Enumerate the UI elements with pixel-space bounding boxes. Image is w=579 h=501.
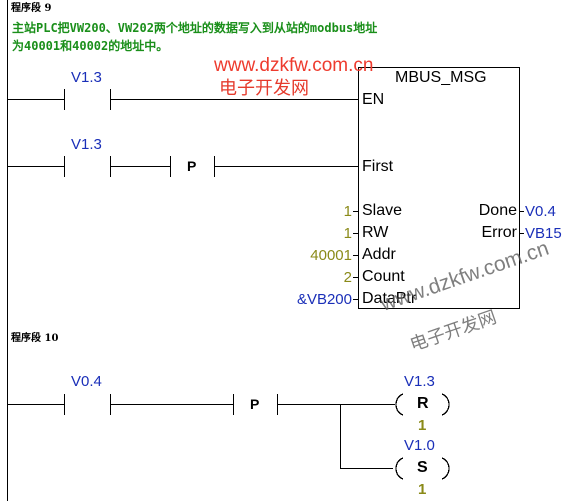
pin-dataptr-label: DataPtr bbox=[362, 290, 417, 307]
pin-count-label: Count bbox=[362, 268, 405, 285]
pin-error-label: Error bbox=[481, 224, 517, 241]
mbus-msg-box bbox=[357, 66, 521, 310]
pin-en-label: EN bbox=[362, 91, 385, 108]
pin-done-label: Done bbox=[478, 202, 517, 219]
network10-edge-label[interactable]: P bbox=[250, 396, 260, 412]
coil-left-arc bbox=[395, 457, 404, 480]
network-9-comment-line1: 主站PLC把VW200、VW202两个地址的数据写入到从站的modbus地址 bbox=[12, 21, 378, 35]
coil-right-arc bbox=[441, 393, 450, 416]
coil2-type[interactable]: S bbox=[417, 459, 428, 476]
param-done-value[interactable]: V0.4 bbox=[525, 203, 556, 220]
rung2-contact-address[interactable]: V1.3 bbox=[71, 136, 102, 153]
pin-rw-label: RW bbox=[362, 224, 389, 241]
param-count-value[interactable]: 2 bbox=[343, 269, 352, 286]
param-rw-value[interactable]: 1 bbox=[343, 225, 352, 242]
watermark-name-top: 电子开发网 bbox=[219, 78, 309, 99]
pin-addr-label: Addr bbox=[362, 246, 396, 263]
coil1-type[interactable]: R bbox=[417, 395, 429, 412]
rung1-contact-address[interactable]: V1.3 bbox=[71, 69, 102, 86]
coil2-address[interactable]: V1.0 bbox=[404, 437, 435, 454]
network-9-title: 程序段 9 bbox=[11, 3, 52, 14]
block-name[interactable]: MBUS_MSG bbox=[395, 69, 487, 86]
param-slave-value[interactable]: 1 bbox=[343, 203, 352, 220]
watermark-url-top: www.dzkfw.com.cn bbox=[214, 55, 374, 76]
coil1-address[interactable]: V1.3 bbox=[404, 373, 435, 390]
coil-left-arc bbox=[395, 393, 404, 416]
coil-right-arc bbox=[441, 457, 450, 480]
network10-contact-address[interactable]: V0.4 bbox=[71, 373, 102, 390]
coil2-count[interactable]: 1 bbox=[418, 481, 427, 498]
network-9-comment-line2: 为40001和40002的地址中。 bbox=[12, 39, 169, 53]
pin-first-label: First bbox=[362, 158, 394, 175]
param-dataptr-value[interactable]: &VB200 bbox=[296, 291, 352, 308]
network-10-title: 程序段 10 bbox=[11, 333, 59, 344]
pin-slave-label: Slave bbox=[362, 202, 403, 219]
param-addr-value[interactable]: 40001 bbox=[310, 247, 352, 264]
rung2-edge-label[interactable]: P bbox=[187, 158, 197, 174]
param-error-value[interactable]: VB15 bbox=[525, 225, 562, 242]
coil1-count[interactable]: 1 bbox=[418, 417, 427, 434]
